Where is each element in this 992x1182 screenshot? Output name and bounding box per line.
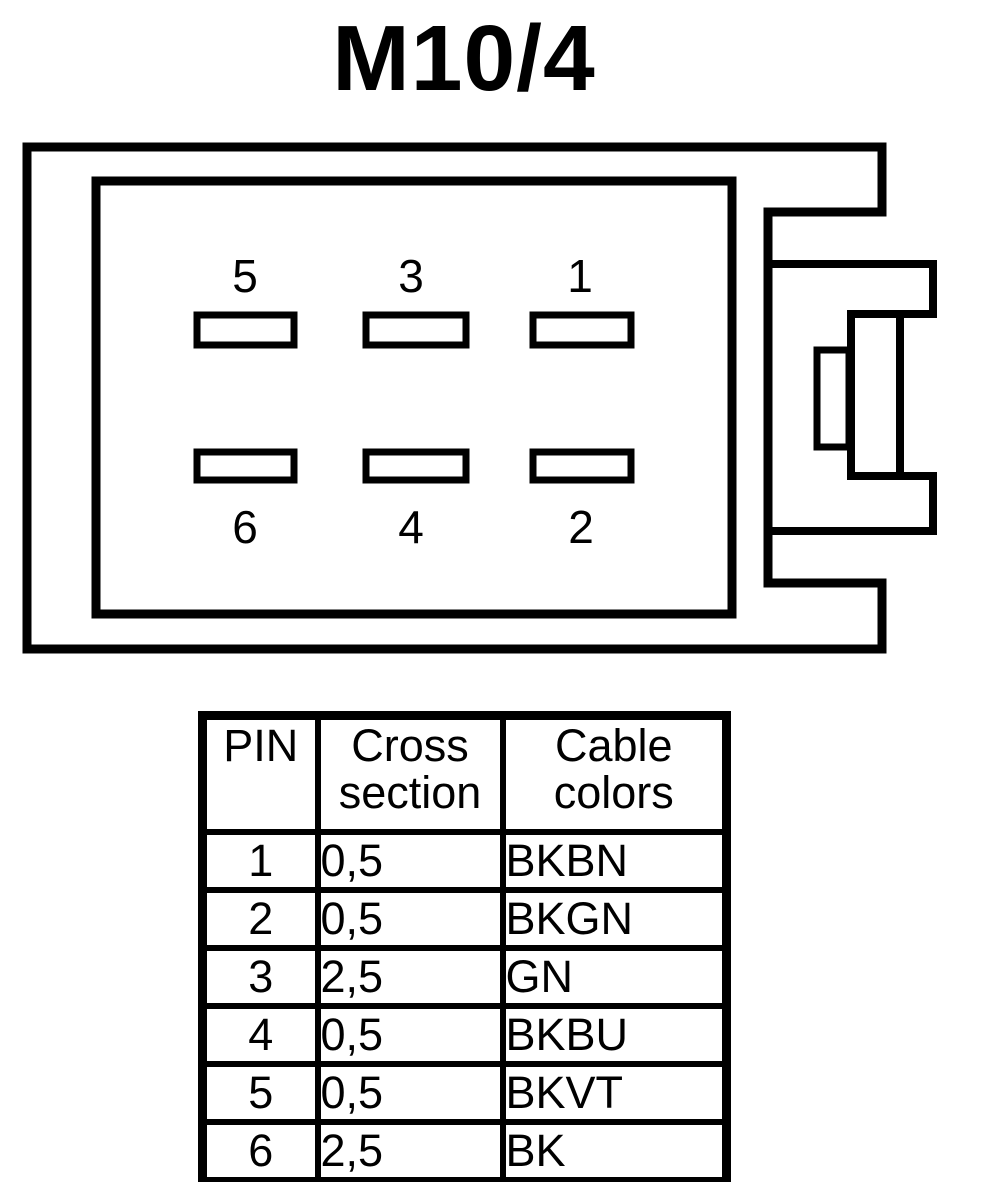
pin-slot-5 [193, 311, 298, 349]
header-line: colors [553, 767, 674, 818]
pin-label-2: 2 [568, 501, 594, 553]
cable-color-cell: GN [499, 945, 730, 1009]
pin-label-5: 5 [232, 250, 258, 302]
connector-diagram: 5 3 1 6 4 2 [22, 142, 937, 654]
cross-section-cell: 0,5 [314, 887, 506, 951]
pin-cell: 4 [199, 1003, 321, 1067]
cross-section-cell: 0,5 [314, 1003, 506, 1067]
cross-section-cell: 2,5 [314, 1119, 506, 1182]
pin-label-4: 4 [398, 501, 424, 553]
pin-cell: 2 [199, 887, 321, 951]
pin-cell: 1 [199, 829, 321, 893]
pin-table-row: 1 0,5 BKBN [199, 829, 730, 893]
cable-color-cell: BKVT [499, 1061, 730, 1125]
connector-inner-cavity [91, 176, 737, 619]
connector-title: M10/4 [332, 6, 596, 110]
pin-label-3: 3 [398, 250, 424, 302]
connector-linework [22, 142, 937, 654]
pin-table-row: 3 2,5 GN [199, 945, 730, 1009]
pin-cell: 3 [199, 945, 321, 1009]
pin-slot-2 [529, 448, 635, 484]
cable-color-cell: BKBU [499, 1003, 730, 1067]
cross-section-cell: 0,5 [314, 829, 506, 893]
pin-table-row: 2 0,5 BKGN [199, 887, 730, 951]
pin-table-row: 5 0,5 BKVT [199, 1061, 730, 1125]
cross-section-cell: 2,5 [314, 945, 506, 1009]
pin-table-body: 1 0,5 BKBN 2 0,5 BKGN 3 2,5 GN 4 0,5 BKB… [199, 829, 730, 1182]
connector-latch-nub [813, 346, 853, 451]
pin-slot-4 [362, 448, 470, 484]
pin-column-header: PIN [199, 712, 321, 835]
cable-color-cell: BKGN [499, 887, 730, 951]
pin-slot-3 [362, 311, 470, 349]
header-line: PIN [223, 720, 299, 771]
connector-latch-slider [847, 310, 904, 480]
cross-section-cell: 0,5 [314, 1061, 506, 1125]
pin-label-1: 1 [567, 250, 593, 302]
pin-label-6: 6 [232, 501, 258, 553]
pin-slot-6 [193, 448, 298, 484]
connector-housing-outline [22, 142, 887, 654]
header-line: Cable [554, 720, 673, 771]
cable-color-cell: BKBN [499, 829, 730, 893]
pin-cell: 6 [199, 1119, 321, 1182]
header-line: Cross [351, 720, 469, 771]
pin-table-row: 4 0,5 BKBU [199, 1003, 730, 1067]
pin-cell: 5 [199, 1061, 321, 1125]
cable-color-cell: BK [499, 1119, 730, 1182]
header-line: section [338, 767, 482, 818]
pin-table-row: 6 2,5 BK [199, 1119, 730, 1182]
pin-slot-1 [529, 311, 635, 349]
pin-labels: 5 3 1 6 4 2 [232, 250, 594, 553]
